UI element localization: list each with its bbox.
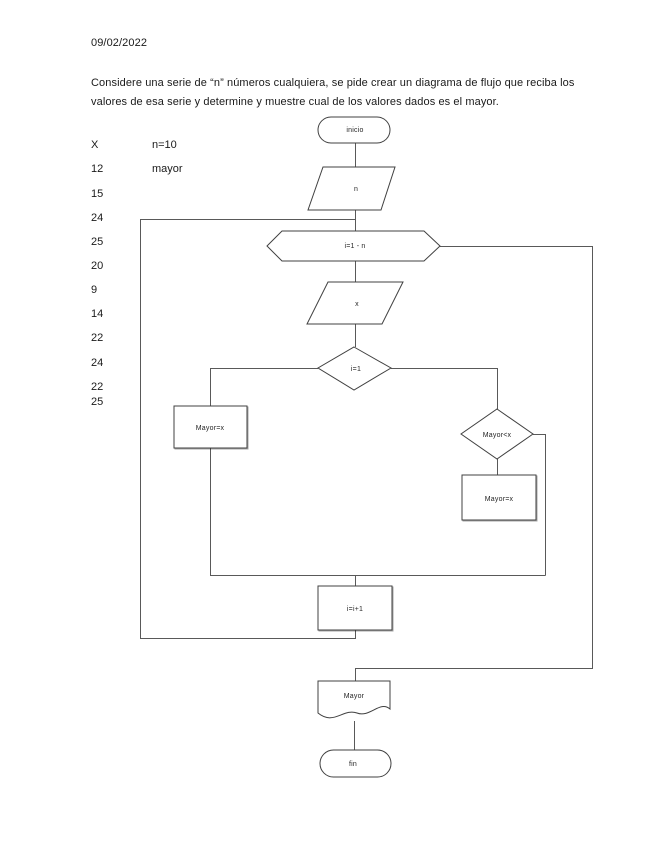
terminator-end xyxy=(319,749,392,778)
value-cell: 25 xyxy=(91,236,104,248)
problem-statement-line: Considere una serie de “n” números cualq… xyxy=(91,77,575,89)
value-row: 24 xyxy=(91,357,251,369)
start-label: inicio xyxy=(346,127,363,134)
value-cell: X xyxy=(91,139,99,151)
end-label: fin xyxy=(349,761,357,768)
input-n-label: n xyxy=(354,186,358,193)
value-cell: 22 xyxy=(91,332,104,344)
date-text: 09/02/2022 xyxy=(91,37,148,49)
terminator-start xyxy=(317,116,391,144)
value-row: 22 xyxy=(91,332,251,344)
value-row: 20 xyxy=(91,260,251,272)
value-row: 15 xyxy=(91,188,251,200)
document-output-mayor xyxy=(317,680,391,719)
connector-loopback xyxy=(140,219,356,639)
value-cell: 12 xyxy=(91,163,104,175)
compare-label: Mayor<x xyxy=(483,432,512,439)
decision-compare-mayor xyxy=(460,408,534,460)
increment-label: i=i+1 xyxy=(347,606,363,613)
connector-compare-bypass xyxy=(533,434,546,576)
set-mayor-first-label: Mayor=x xyxy=(196,425,225,432)
value-cell: 14 xyxy=(91,308,104,320)
value-row: 12 mayor xyxy=(91,163,251,175)
value-row: 14 xyxy=(91,308,251,320)
problem-statement-line: valores de esa serie y determine y muest… xyxy=(91,96,499,108)
decision-first-iteration xyxy=(317,346,392,391)
io-parallelogram-n xyxy=(307,166,396,211)
value-row: 25 xyxy=(91,236,251,248)
loop-label: i=1 - n xyxy=(344,243,365,250)
output-label: Mayor xyxy=(344,693,365,700)
value-cell: 25 xyxy=(91,396,104,408)
value-row: 24 xyxy=(91,212,251,224)
input-x-label: x xyxy=(355,301,359,308)
connector-decision-no-branch xyxy=(391,368,498,409)
loop-hexagon xyxy=(266,230,441,262)
value-cell: 20 xyxy=(91,260,104,272)
first-iteration-check-label: i=1 xyxy=(351,366,361,373)
value-row: 22 xyxy=(91,381,251,393)
connector-loop-exit xyxy=(355,246,593,681)
value-cell: 24 xyxy=(91,357,104,369)
set-mayor-new-label: Mayor=x xyxy=(485,496,514,503)
value-cell: 9 xyxy=(91,284,98,296)
value-row: 25 xyxy=(91,396,251,408)
process-set-mayor-first xyxy=(173,405,248,449)
problem-statement: Considere una serie de “n” números cualq… xyxy=(91,74,611,112)
io-parallelogram-x xyxy=(306,281,404,325)
value-cell: 15 xyxy=(91,188,104,200)
process-set-mayor-new xyxy=(461,474,537,521)
process-increment xyxy=(317,585,393,631)
value-cell: mayor xyxy=(152,163,183,175)
connector-decision-yes-branch xyxy=(210,368,318,406)
value-cell: n=10 xyxy=(152,139,177,151)
value-cell: 22 xyxy=(91,381,104,393)
value-cell: 24 xyxy=(91,212,104,224)
value-row: 9 xyxy=(91,284,251,296)
